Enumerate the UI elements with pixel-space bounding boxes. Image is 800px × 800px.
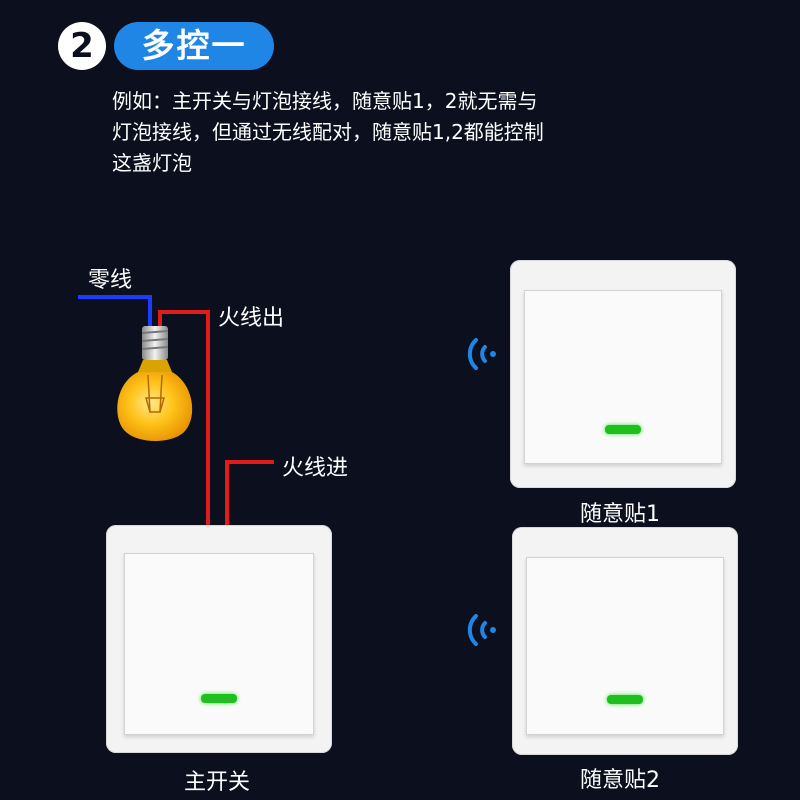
live-out-wire [158, 310, 210, 525]
live-out-label: 火线出 [218, 306, 285, 331]
wireless-signal-icon [467, 614, 496, 646]
remote-switch-1-indicator [605, 425, 641, 434]
live-in-label: 火线进 [282, 456, 349, 481]
remote-switch-2[interactable] [512, 527, 738, 755]
description-line-2: 灯泡接线，但通过无线配对，随意贴1,2都能控制 [112, 120, 544, 144]
remote-switch-1-label: 随意贴1 [580, 502, 660, 527]
main-switch-indicator [201, 694, 237, 703]
remote-switch-1-rocker[interactable] [524, 290, 722, 464]
description-text: 例如：主开关与灯泡接线，随意贴1，2就无需与 灯泡接线，但通过无线配对，随意贴1… [112, 86, 632, 179]
neutral-wire-label: 零线 [88, 268, 133, 293]
main-switch[interactable] [106, 525, 332, 753]
section-title: 多控一 [114, 22, 274, 70]
main-switch-rocker[interactable] [124, 553, 314, 735]
step-number-badge: 2 [58, 22, 106, 70]
remote-switch-2-rocker[interactable] [526, 557, 724, 735]
light-bulb-icon [117, 326, 193, 441]
wireless-signal-icon [467, 338, 496, 370]
description-line-1: 例如：主开关与灯泡接线，随意贴1，2就无需与 [112, 89, 538, 113]
remote-switch-2-indicator [607, 695, 643, 704]
remote-switch-1[interactable] [510, 260, 736, 488]
live-in-wire [225, 460, 274, 525]
neutral-wire [78, 295, 152, 330]
description-line-3: 这盏灯泡 [112, 151, 192, 175]
remote-switch-2-label: 随意贴2 [580, 768, 660, 793]
main-switch-label: 主开关 [184, 770, 251, 795]
